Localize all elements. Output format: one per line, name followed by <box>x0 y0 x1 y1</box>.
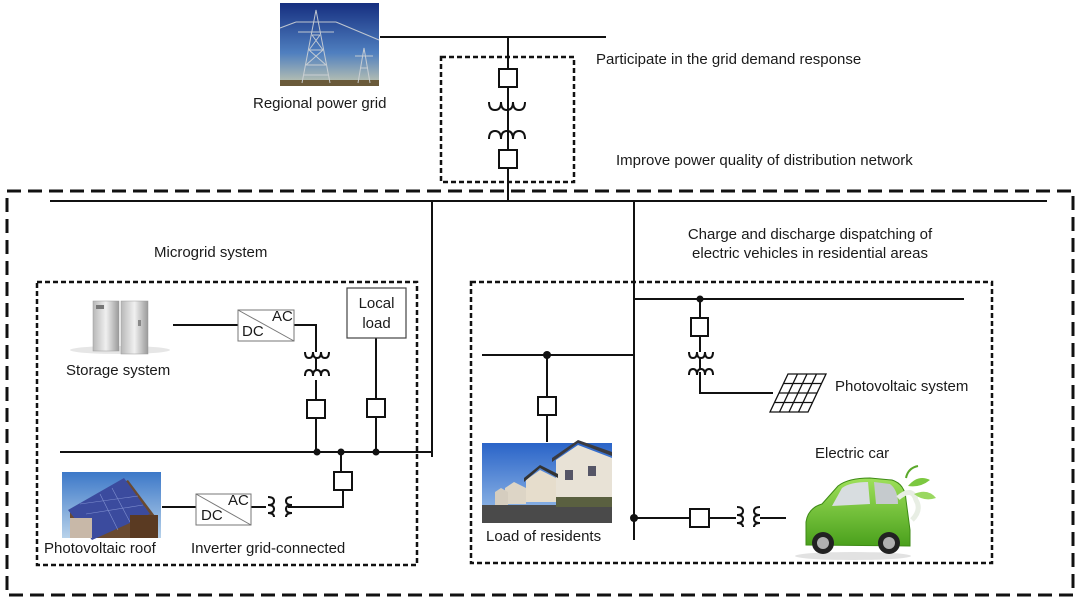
solar-panel-icon <box>768 373 828 413</box>
storage-breaker <box>306 399 326 419</box>
local-load-breaker <box>366 398 386 418</box>
junction-dot <box>372 448 380 456</box>
substation-lower-breaker <box>498 149 518 169</box>
load-of-residents-label: Load of residents <box>486 528 602 545</box>
pv-roof-converter-dc-label: DC <box>201 507 223 524</box>
storage-transformer-icon <box>304 351 330 377</box>
photovoltaic-roof-label: Photovoltaic roof <box>44 540 156 557</box>
ev-dispatch-line-1: Charge and discharge dispatching of <box>687 226 933 243</box>
pv-roof-dc-ac-converter <box>195 493 252 526</box>
electric-car-label: Electric car <box>815 445 890 462</box>
pv-roof-breaker <box>333 471 353 491</box>
storage-converter-ac-label: AC <box>272 308 293 325</box>
storage-converter-output <box>294 324 317 352</box>
local-load-line-2: load <box>362 315 391 332</box>
photovoltaic-system-label: Photovoltaic system <box>835 378 969 395</box>
pv-system-transformer-icon <box>688 351 714 376</box>
local-load-line-1: Local <box>358 295 395 312</box>
pv-roof-converter-ac-label: AC <box>228 492 249 509</box>
junction-dot <box>696 295 704 303</box>
power-tower-image <box>279 3 380 86</box>
microgrid-system-label: Microgrid system <box>154 244 268 261</box>
distribution-network-boundary <box>5 189 1075 597</box>
ev-transformer-icon <box>736 506 761 528</box>
storage-dc-ac-converter <box>237 309 295 342</box>
electric-car-image <box>795 465 936 560</box>
junction-dot <box>630 514 638 522</box>
pv-system-breaker <box>690 317 709 337</box>
demand-response-label: Participate in the grid demand response <box>596 51 862 68</box>
regional-grid-label: Regional power grid <box>253 95 387 112</box>
power-quality-label: Improve power quality of distribution ne… <box>616 152 913 169</box>
substation-transformer-icon <box>488 101 526 140</box>
ev-breaker <box>689 508 710 528</box>
storage-cabinet-image <box>70 300 170 355</box>
ev-dispatch-label: Charge and discharge dispatching of elec… <box>660 225 960 263</box>
local-load-box <box>346 287 407 339</box>
storage-converter-dc-label: DC <box>242 323 264 340</box>
junction-dot <box>543 351 551 359</box>
microgrid-box <box>35 280 419 567</box>
substation-upper-breaker <box>498 68 518 88</box>
junction-dot <box>313 448 321 456</box>
substation-box <box>439 55 576 184</box>
storage-system-label: Storage system <box>66 362 171 379</box>
pv-roof-transformer-icon <box>267 496 293 518</box>
junction-dot <box>337 448 345 456</box>
residential-box <box>469 280 994 565</box>
residents-breaker <box>537 396 557 416</box>
local-load-label: Local load <box>347 294 406 334</box>
inverter-label: Inverter grid-connected <box>191 540 346 557</box>
ev-dispatch-line-2: electric vehicles in residential areas <box>692 245 928 262</box>
residential-houses-image <box>482 440 612 523</box>
photovoltaic-roof-image <box>62 472 161 540</box>
